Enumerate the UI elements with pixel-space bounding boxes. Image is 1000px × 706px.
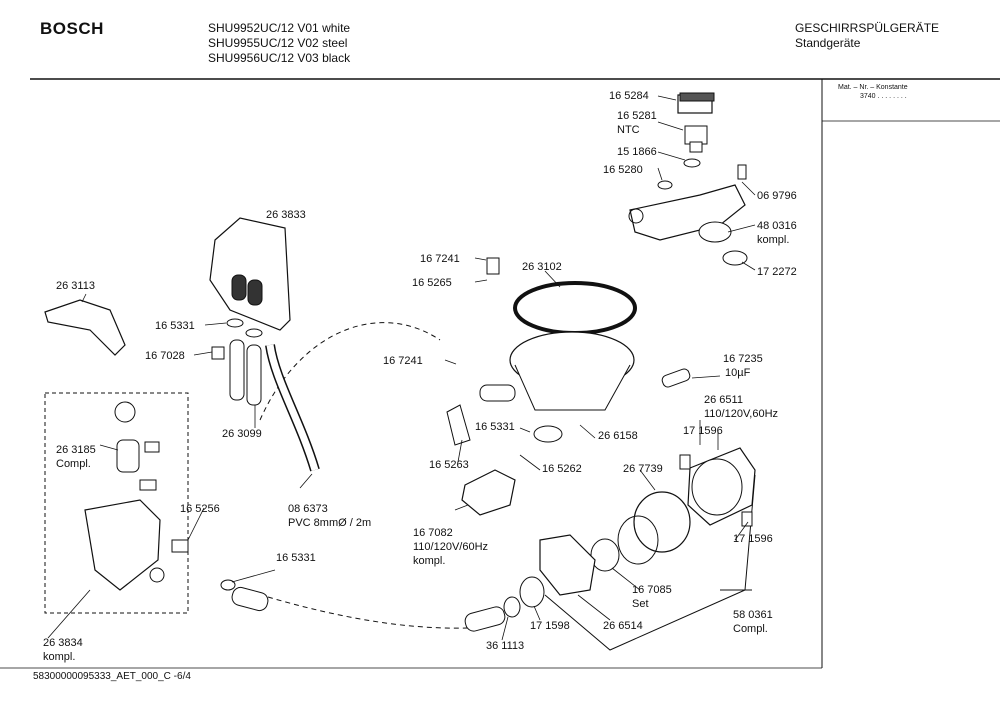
part-label-165280: 16 5280 [603,164,643,176]
pvc-hose-inner [266,344,319,472]
seal-ring [617,515,659,565]
pump-body-266514 [539,534,596,596]
pump-motor [679,447,756,527]
sump-assembly [479,281,637,443]
part-label-263834: 26 3834 [43,637,83,649]
seal-171598 [519,576,545,608]
part-label-086373: 08 6373 [288,503,328,515]
model-line-1: SHU9952UC/12 V01 white [208,21,351,35]
valve-assembly-box [44,392,189,614]
drain-hose-dashed [267,596,471,629]
leader-lines [47,95,756,641]
part-label-165281-sub: NTC [617,124,640,136]
part-label-172272: 17 2272 [757,266,797,278]
pump-housing-267739 [633,491,691,553]
part-label-167241a: 16 7241 [420,253,460,265]
spring-hose-1 [229,339,245,401]
part-label-263833: 26 3833 [266,209,306,221]
part-label-165331c: 16 5331 [276,552,316,564]
brand-logo: BOSCH [40,19,104,38]
bracket-165263 [446,404,471,446]
part-label-167085: 16 7085 [632,584,672,596]
part-label-263113: 26 3113 [56,280,95,292]
sidebar-constant: 3740 . . . . . . . . [860,93,907,100]
part-label-266514: 26 6514 [603,620,643,632]
valve-assembly [84,401,165,591]
part-165265 [486,257,500,275]
part-label-263102: 26 3102 [522,261,562,273]
part-label-266511-sub: 110/120V,60Hz [704,408,779,420]
part-label-480316: 48 0316 [757,220,797,232]
part-label-167028: 16 7028 [145,350,185,362]
part-label-167235-sub: 10µF [725,367,751,379]
document-code: 58300000095333_AET_000_C -6/4 [33,671,191,682]
drain-valve-167082 [461,469,516,516]
drain-spring-hose [231,586,269,612]
part-label-266511: 26 6511 [704,394,743,406]
part-label-167235: 16 7235 [723,353,763,365]
part-label-165256: 16 5256 [180,503,220,515]
part-label-086373-sub: PVC 8mmØ / 2m [288,517,372,529]
ring-361113 [503,596,521,618]
ring-165331 [226,318,244,328]
part-label-263099: 26 3099 [222,428,262,440]
part-label-167082: 16 7082 [413,527,453,539]
clip-167028 [211,346,225,360]
part-label-266158: 26 6158 [598,430,638,442]
part-165256 [171,539,189,553]
part-label-151866: 15 1866 [617,146,657,158]
part-label-480316-sub: kompl. [757,234,790,246]
part-label-171598: 17 1598 [530,620,570,632]
part-label-165331b: 16 5331 [475,421,515,433]
part-label-167241b: 16 7241 [383,355,423,367]
part-label-263834-sub: kompl. [43,651,76,663]
category-title: GESCHIRRSPÜLGERÄTE [795,21,940,35]
group-bracket-580361 [544,474,756,651]
spring-hose-2 [246,344,262,406]
part-label-267739: 26 7739 [623,463,663,475]
part-label-165284: 16 5284 [609,90,649,102]
air-break-bracket [209,217,291,331]
part-label-165265: 16 5265 [412,277,452,289]
part-label-167082-sub1: 110/120V/60Hz [413,541,489,553]
part-label-069796: 06 9796 [757,190,797,202]
part-label-263185-sub: Compl. [56,458,91,470]
hose-route-dashed [259,322,441,421]
ring-small [245,328,263,338]
impeller-167085 [590,538,620,572]
capacitor-167235 [661,368,691,388]
part-label-167082-sub2: kompl. [413,555,446,567]
model-line-2: SHU9955UC/12 V02 steel [208,36,348,50]
part-label-165263: 16 5263 [429,459,469,471]
cover-part [44,299,126,356]
part-label-167085-sub: Set [632,598,649,610]
part-label-165331a: 16 5331 [155,320,195,332]
model-line-3: SHU9956UC/12 V03 black [208,51,351,65]
part-label-361113: 36 1113 [486,640,525,652]
part-label-580361: 58 0361 [733,609,773,621]
part-label-171596a: 17 1596 [683,425,723,437]
part-label-171596b: 17 1596 [733,533,773,545]
part-label-165262: 16 5262 [542,463,582,475]
category-subtitle: Standgeräte [795,36,861,50]
part-label-263185: 26 3185 [56,444,96,456]
part-label-165281: 16 5281 [617,110,657,122]
spring-361113 [464,606,506,632]
part-label-580361-sub: Compl. [733,623,768,635]
ntc-sensor-group [628,92,748,266]
ring-165331-lower [220,579,236,591]
sidebar-label: Mat. – Nr. – Konstante [838,84,908,91]
